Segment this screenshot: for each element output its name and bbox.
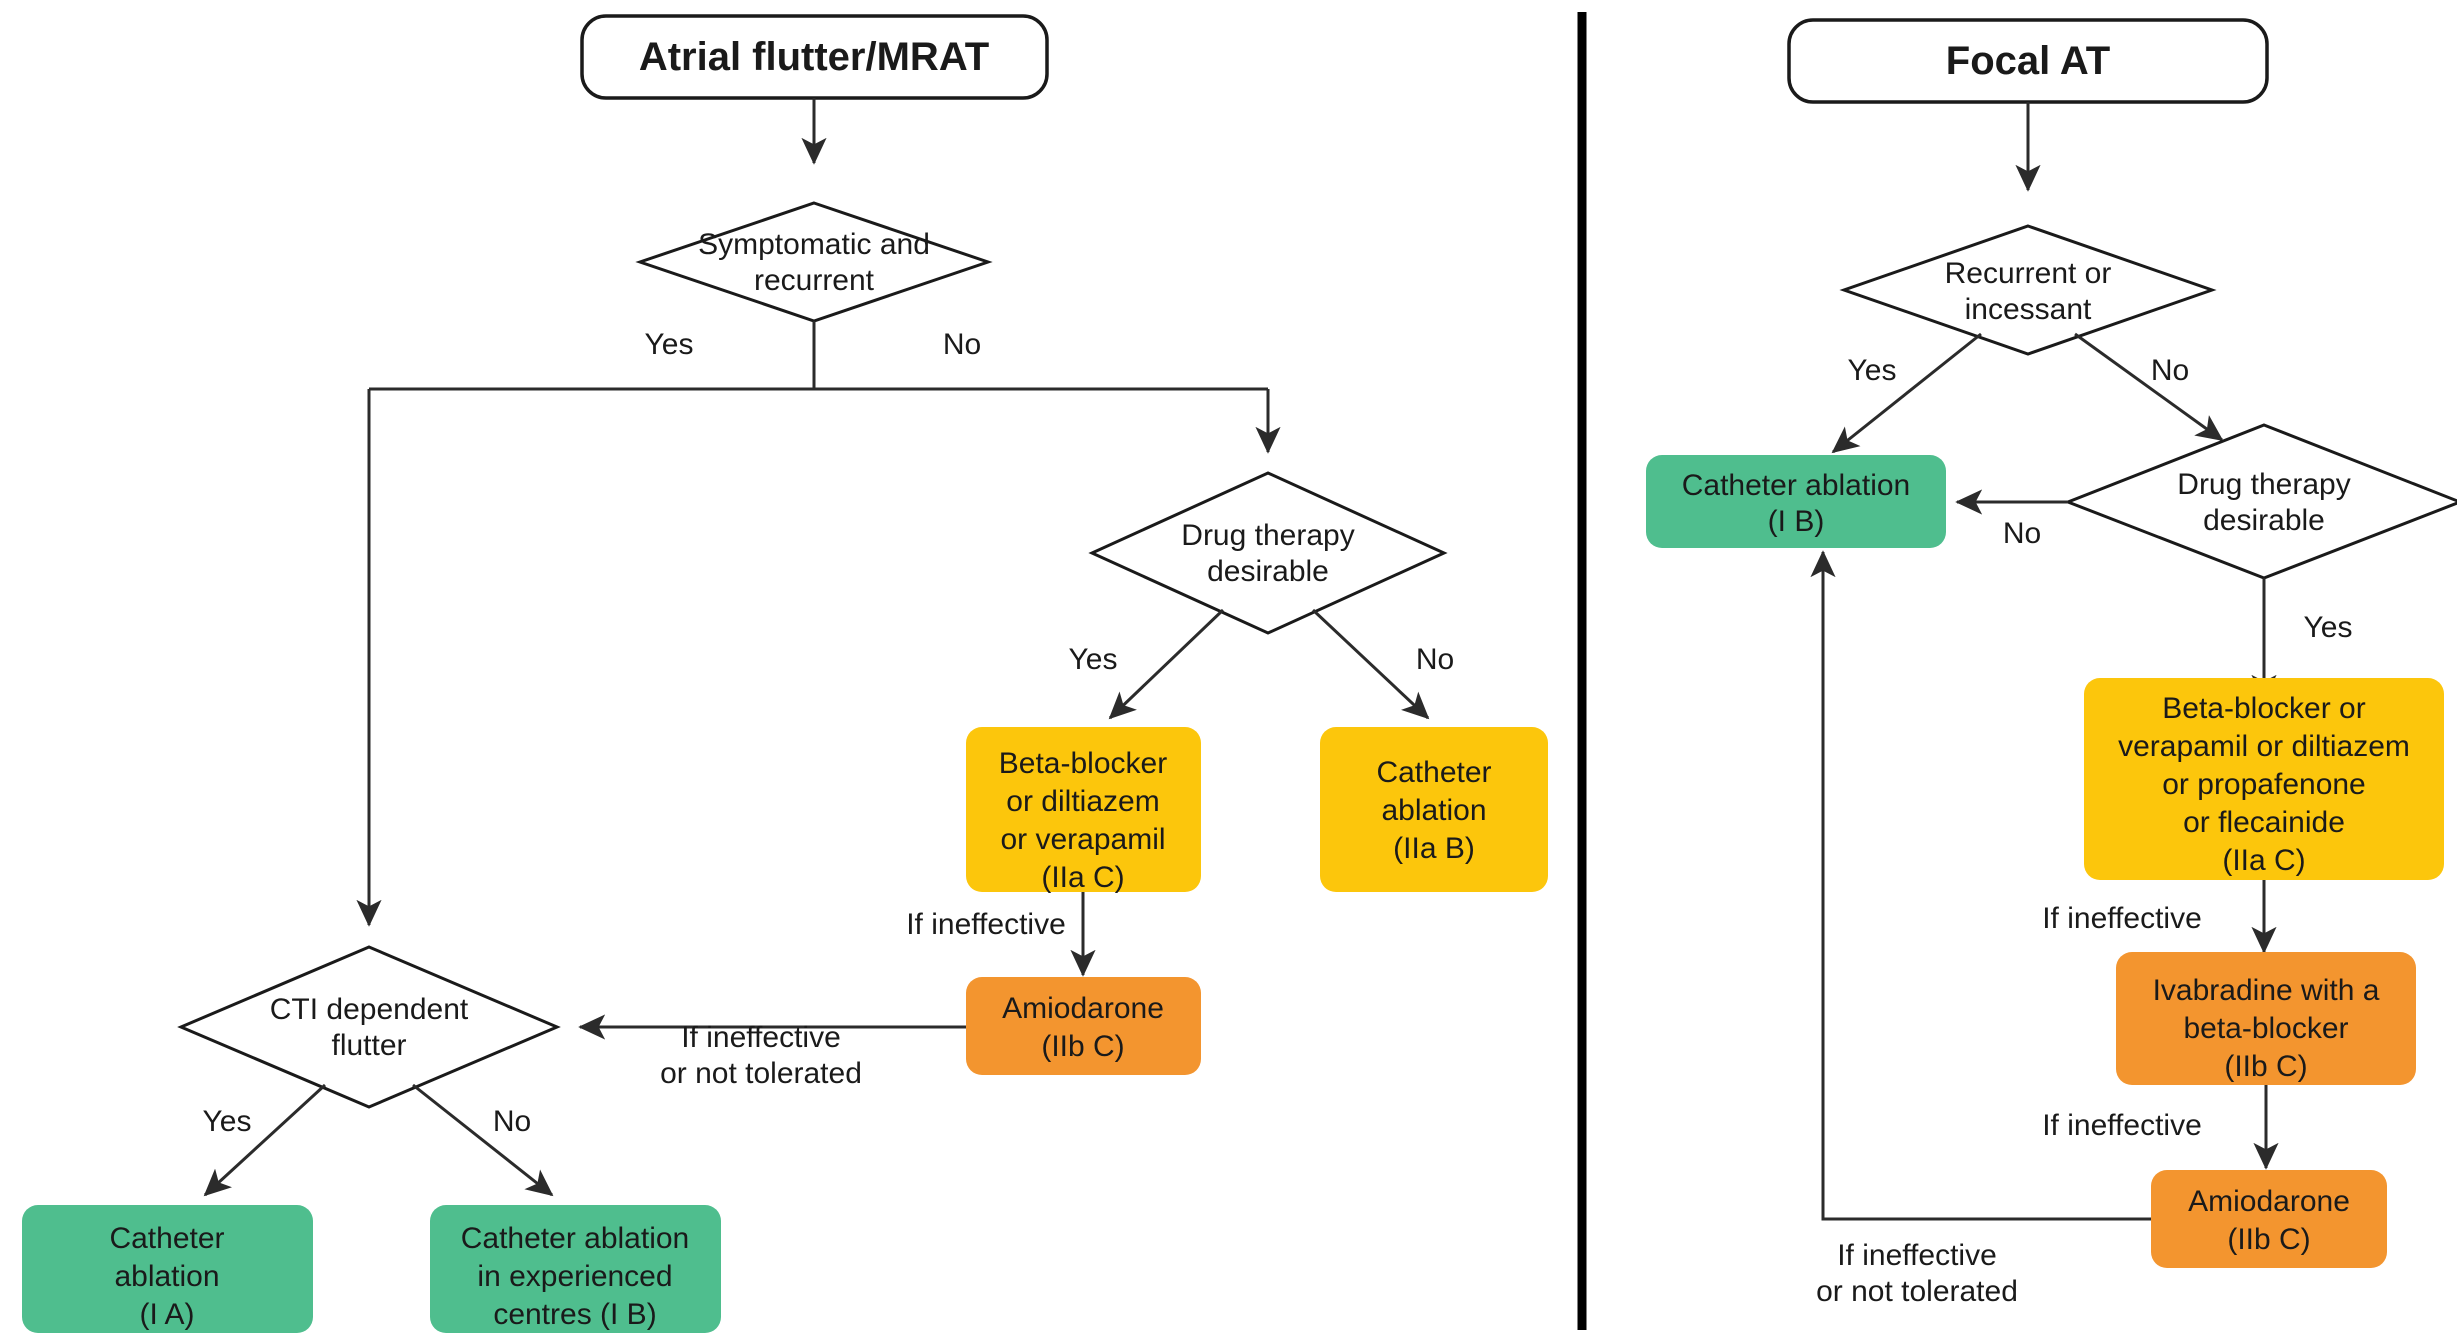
edge-label-l-e6b: or not tolerated [660, 1057, 862, 1090]
node-r-b4-line2: (IIb C) [2227, 1223, 2310, 1256]
node-l-b1-line2: or diltiazem [1006, 785, 1159, 818]
node-l-b2: Catheter ablation (IIa B) [1320, 727, 1548, 892]
node-l-b4-line1: Catheter [109, 1222, 224, 1255]
decision-shape-drug-therapy-desirable-right [2063, 423, 2457, 580]
panel-left: Atrial flutter/MRAT Symptomatic and recu… [22, 14, 1548, 1333]
node-l-d3: CTI dependent flutter [177, 945, 561, 1109]
edge-label-l-e2: No [943, 328, 981, 361]
decision-shape-recurrent-incessant [1839, 224, 2217, 356]
node-l-b5-line1: Catheter ablation [461, 1222, 690, 1255]
edge-label-r-e1: Yes [1848, 354, 1897, 387]
node-r-b3-line2: beta-blocker [2183, 1012, 2348, 1045]
node-r-b1: Catheter ablation (I B) [1646, 455, 1946, 548]
node-r-b4-line1: Amiodarone [2188, 1185, 2350, 1218]
node-r-b2-line3: or propafenone [2162, 768, 2366, 801]
edge-d3-yes [203, 1083, 327, 1197]
node-l-b5-line2: in experienced [477, 1260, 672, 1293]
edge-label-r-e3: No [2003, 517, 2041, 550]
edge-label-r-e5: If ineffective [2042, 902, 2202, 935]
edge-d1-bus [367, 321, 1268, 900]
edge-label-l-e6a: If ineffective [681, 1021, 841, 1054]
action-shape-catheter-ablation-experienced-centres [430, 1205, 721, 1333]
node-l-b4-line3: (I A) [139, 1298, 194, 1331]
node-l-b2-line3: (IIa B) [1393, 832, 1475, 865]
edge-r-d1-no [2074, 332, 2224, 442]
node-l-start: Atrial flutter/MRAT [580, 14, 1049, 100]
edge-label-r-e4: Yes [2304, 611, 2353, 644]
node-l-b3-line2: (IIb C) [1041, 1030, 1124, 1063]
decision-shape-drug-therapy-desirable-left [1088, 471, 1448, 635]
node-l-d3-line2: flutter [331, 1029, 406, 1062]
edge-label-l-e3: Yes [1069, 643, 1118, 676]
node-r-b3: Ivabradine with a beta-blocker (IIb C) [2116, 952, 2416, 1085]
edge-label-l-e8: No [493, 1105, 531, 1138]
edge-r-feedback-loop [1821, 570, 2151, 1221]
node-r-d1-line1: Recurrent or [1945, 257, 2112, 290]
edge-label-l-e1: Yes [645, 328, 694, 361]
node-l-d1-line2: recurrent [754, 264, 875, 297]
edge-label-l-e4: No [1416, 643, 1454, 676]
edge-label-r-e7a: If ineffective [1837, 1239, 1997, 1272]
edge-d2-no [1311, 608, 1430, 720]
node-l-b2-line2: ablation [1381, 794, 1486, 827]
node-l-b1: Beta-blocker or diltiazem or verapamil (… [966, 727, 1201, 894]
edge-d3-no [412, 1083, 554, 1197]
node-l-b3: Amiodarone (IIb C) [966, 977, 1201, 1075]
node-l-start-label: Atrial flutter/MRAT [639, 35, 989, 79]
node-r-b2: Beta-blocker or verapamil or diltiazem o… [2084, 678, 2444, 880]
decision-shape-cti-dependent-flutter [177, 945, 561, 1109]
node-l-d1-line1: Symptomatic and [698, 228, 930, 261]
node-r-start: Focal AT [1787, 18, 2269, 104]
action-shape-amiodarone-left [966, 977, 1201, 1075]
action-shape-catheter-ablation-i-b [1646, 455, 1946, 548]
action-shape-catheter-ablation-i-a [22, 1205, 313, 1333]
node-r-b3-line1: Ivabradine with a [2153, 974, 2380, 1007]
edge-label-r-e7b: or not tolerated [1816, 1275, 2018, 1308]
action-shape-beta-blocker-verapamil-diltiazem-propafenone-flecainide [2084, 678, 2444, 880]
panel-right: Focal AT Recurrent or incessant Yes No C… [1646, 18, 2457, 1308]
node-r-start-label: Focal AT [1946, 39, 2110, 83]
decision-shape-symptomatic-recurrent [635, 201, 993, 323]
node-r-d1-line2: incessant [1965, 293, 2092, 326]
node-l-b4: Catheter ablation (I A) [22, 1205, 313, 1333]
node-l-d2-line1: Drug therapy [1181, 519, 1354, 552]
action-shape-amiodarone-right [2151, 1170, 2387, 1268]
node-r-b3-line3: (IIb C) [2224, 1050, 2307, 1083]
node-l-b4-line2: ablation [114, 1260, 219, 1293]
node-l-b2-line1: Catheter [1376, 756, 1491, 789]
edge-label-l-e7: Yes [203, 1105, 252, 1138]
node-l-b5-line3: centres (I B) [493, 1298, 656, 1331]
node-l-d2: Drug therapy desirable [1088, 471, 1448, 635]
edge-d2-yes [1108, 608, 1225, 720]
node-r-b1-line1: Catheter ablation [1682, 469, 1911, 502]
edge-label-r-e2: No [2151, 354, 2189, 387]
node-r-b2-line2: verapamil or diltiazem [2118, 730, 2410, 763]
node-l-b1-line1: Beta-blocker [999, 747, 1167, 780]
node-r-d2-line2: desirable [2203, 504, 2325, 537]
node-r-b4: Amiodarone (IIb C) [2151, 1170, 2387, 1268]
edge-r-d1-yes [1831, 332, 1982, 454]
edge-label-r-e6: If ineffective [2042, 1109, 2202, 1142]
node-l-b3-line1: Amiodarone [1002, 992, 1164, 1025]
edge-label-l-e5: If ineffective [906, 908, 1066, 941]
node-l-d3-line1: CTI dependent [270, 993, 469, 1026]
action-shape-ivabradine-beta-blocker [2116, 952, 2416, 1085]
node-l-d1: Symptomatic and recurrent [635, 201, 993, 323]
node-r-d1: Recurrent or incessant [1839, 224, 2217, 356]
node-l-d2-line2: desirable [1207, 555, 1329, 588]
node-r-b2-line5: (IIa C) [2222, 844, 2305, 877]
node-l-b1-line3: or verapamil [1000, 823, 1165, 856]
node-r-b2-line4: or flecainide [2183, 806, 2345, 839]
node-l-b5: Catheter ablation in experienced centres… [430, 1205, 721, 1333]
node-r-b1-line2: (I B) [1768, 505, 1825, 538]
node-r-d2-line1: Drug therapy [2177, 468, 2350, 501]
action-shape-catheter-ablation-iia-b [1320, 727, 1548, 892]
node-r-b2-line1: Beta-blocker or [2162, 692, 2365, 725]
node-r-d2: Drug therapy desirable [2063, 423, 2457, 580]
action-shape-beta-blocker-diltiazem-verapamil [966, 727, 1201, 892]
node-l-b1-line4: (IIa C) [1041, 861, 1124, 894]
